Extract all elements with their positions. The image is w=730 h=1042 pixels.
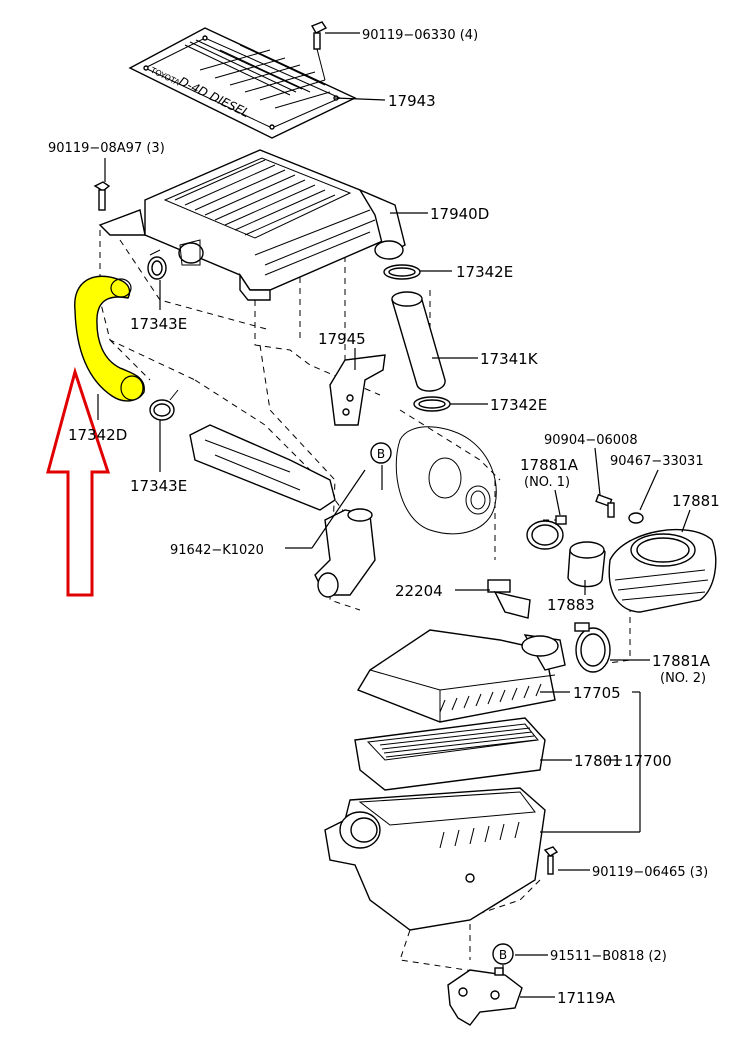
clamp-17342e-top <box>383 264 421 280</box>
air-duct-91642-k1020 <box>189 424 376 598</box>
hose-17341k <box>391 291 446 392</box>
clamp-17343e-top <box>147 249 167 280</box>
label-17342d: 17342D <box>68 426 127 444</box>
label-17940d: 17940D <box>430 205 489 223</box>
label-17881a-no2: 17881A <box>652 652 711 670</box>
intercooler-cover: TOYOTA D-4D DIESEL <box>128 27 357 139</box>
clamp-17881a-no1 <box>526 515 567 550</box>
label-90119-06465: 90119−06465 (3) <box>592 865 708 880</box>
intercooler <box>98 149 406 301</box>
label-17341k: 17341K <box>480 350 539 368</box>
clamp-17881a-no2 <box>574 622 611 673</box>
reference-b-bottom-text: B <box>499 948 507 962</box>
air-cleaner-case <box>324 787 546 931</box>
label-17342e-top: 17342E <box>456 263 513 281</box>
label-17801: 17801 <box>574 752 622 770</box>
turbocharger <box>395 426 497 535</box>
label-17343e-top: 17343E <box>130 315 187 333</box>
leader-lines <box>97 32 691 998</box>
label-22204: 22204 <box>395 582 443 600</box>
label-17119a: 17119A <box>557 989 616 1007</box>
label-17881a-no1: 17881A <box>520 456 579 474</box>
label-no2: (NO. 2) <box>660 671 706 686</box>
part-labels: 90119−06330 (4) 17943 90119−08A97 (3) 17… <box>48 28 720 1007</box>
label-17881: 17881 <box>672 492 720 510</box>
label-90119-06330: 90119−06330 (4) <box>362 28 478 43</box>
label-17945: 17945 <box>318 330 366 348</box>
label-90467-33031: 90467−33031 <box>610 454 704 469</box>
connector-17883 <box>567 541 606 588</box>
label-17883: 17883 <box>547 596 595 614</box>
clamp-17342e-mid <box>413 396 451 412</box>
label-17342e-mid: 17342E <box>490 396 547 414</box>
hose-17881 <box>608 528 717 613</box>
label-17943: 17943 <box>388 92 436 110</box>
label-17343e-bottom: 17343E <box>130 477 187 495</box>
clamp-17343e-bottom <box>149 389 179 421</box>
bracket-17945 <box>329 354 386 426</box>
label-91642-k1020: 91642−K1020 <box>170 543 264 558</box>
label-no1: (NO. 1) <box>524 475 570 490</box>
label-17700: 17700 <box>624 752 672 770</box>
bolt-90119-06330 <box>310 21 328 81</box>
airflow-meter-22204 <box>487 579 531 619</box>
label-90904-06008: 90904−06008 <box>544 433 638 448</box>
reference-circle-b-top: B <box>370 442 392 464</box>
bolt-90119-06465 <box>543 846 559 875</box>
air-cleaner-cap-17705 <box>356 629 566 723</box>
highlight-arrow <box>46 366 111 597</box>
label-91511-b0818: 91511−B0818 (2) <box>550 949 667 964</box>
reference-circle-b-bottom: B <box>492 943 514 965</box>
filter-element-17801 <box>354 717 546 791</box>
bracket-17119a <box>447 967 523 1026</box>
label-17705: 17705 <box>573 684 621 702</box>
label-90119-08a97: 90119−08A97 (3) <box>48 141 165 156</box>
reference-b-top-text: B <box>377 447 385 461</box>
sensor-90904-06008 <box>595 493 615 518</box>
highlighted-hose-17342d <box>74 275 145 402</box>
grommet-90467-33031 <box>628 512 644 524</box>
bolt-90119-08a97 <box>93 181 111 211</box>
